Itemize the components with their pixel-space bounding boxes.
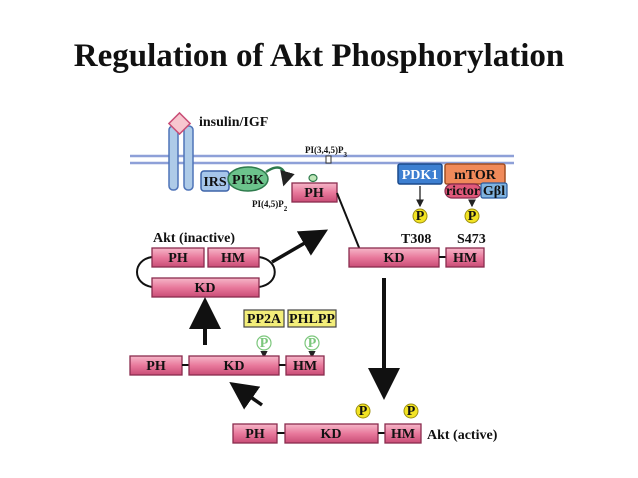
active-t308-phospho: P <box>355 403 371 419</box>
svg-text:P: P <box>468 209 477 224</box>
mid-kd-label: KD <box>224 359 245 374</box>
t308-label: T308 <box>401 232 431 247</box>
svg-text:P: P <box>416 209 425 224</box>
mid-hm-label: HM <box>293 359 317 374</box>
akt-inactive: PH HM KD <box>136 247 276 298</box>
active-hm-label: HM <box>391 427 415 442</box>
pip3-marker <box>325 155 332 164</box>
svg-text:P: P <box>260 336 269 351</box>
mtor-complex: mTOR rictor Gβl <box>444 163 508 199</box>
t308-phospho: P <box>412 208 428 224</box>
pp2a-label: PP2A <box>247 312 282 327</box>
membrane-ph-label: PH <box>304 186 324 201</box>
mid-ph-label: PH <box>146 359 166 374</box>
membrane-kd-label: KD <box>384 251 405 266</box>
pp2a-protein: PP2A <box>243 309 285 328</box>
pip2-label: PI(4,5)P2 <box>252 199 288 213</box>
phlpp-label: PHLPP <box>289 312 335 327</box>
irs-label: IRS <box>203 175 227 190</box>
pi3k-protein: PI3K <box>227 166 269 192</box>
phlpp-dephospho: P <box>304 335 320 359</box>
pi3k-arrow <box>265 166 295 187</box>
dephosphorylated-akt: PH KD HM <box>129 355 325 376</box>
activation-arrow <box>271 229 329 264</box>
pdk1-protein: PDK1 <box>397 163 443 185</box>
phlpp-protein: PHLPP <box>287 309 337 328</box>
active-ph-label: PH <box>245 427 265 442</box>
akt-inactive-label: Akt (inactive) <box>153 231 235 246</box>
active-kd-label: KD <box>321 427 342 442</box>
dephosphorylation-arrow <box>229 381 264 410</box>
pdk1-label: PDK1 <box>402 168 439 183</box>
s473-label: S473 <box>457 232 486 247</box>
active-s473-phospho: P <box>403 403 419 419</box>
slide-title: Regulation of Akt Phosphorylation <box>73 38 565 74</box>
pip3-headgroup <box>308 173 318 183</box>
inactive-kd-label: KD <box>195 281 216 296</box>
ph-kd-linker <box>336 192 361 251</box>
irs-protein: IRS <box>200 170 230 192</box>
gbl-label: Gβl <box>483 184 505 199</box>
svg-text:P: P <box>308 336 317 351</box>
cell-membrane <box>130 154 514 165</box>
mtor-label: mTOR <box>454 168 497 183</box>
inactive-ph-label: PH <box>168 251 188 266</box>
membrane-akt-kinase: KD HM <box>348 247 485 268</box>
akt-active-label: Akt (active) <box>427 428 498 443</box>
insulin-receptor <box>167 111 194 191</box>
svg-text:P: P <box>359 404 368 419</box>
pi3k-label: PI3K <box>232 173 264 188</box>
pp2a-dephospho: P <box>256 335 272 359</box>
svg-text:P: P <box>407 404 416 419</box>
receptor-label: insulin/IGF <box>199 115 268 130</box>
rictor-label: rictor <box>446 184 480 199</box>
membrane-ph-domain: PH <box>291 182 338 203</box>
inactive-hm-label: HM <box>221 251 245 266</box>
membrane-hm-label: HM <box>453 251 477 266</box>
s473-phospho: P <box>464 208 480 224</box>
akt-active: PH KD HM <box>232 423 422 444</box>
